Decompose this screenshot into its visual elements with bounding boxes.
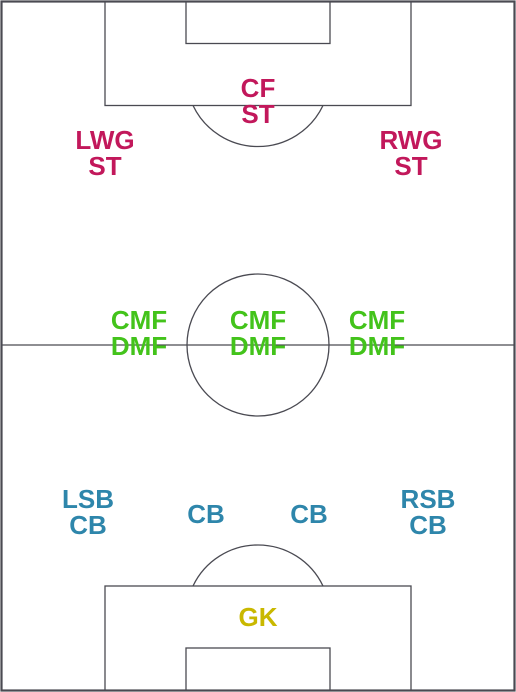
center-circle — [186, 273, 330, 417]
position-lsb-primary: LSB — [62, 484, 114, 514]
top-penalty-arc — [192, 105, 324, 148]
position-rwg-primary: RWG — [379, 125, 443, 155]
top-goal-area — [185, 0, 331, 45]
position-rsb-primary: RSB — [400, 484, 456, 514]
position-rcb: CB — [290, 501, 328, 527]
position-rcm-secondary: DMF — [348, 331, 406, 361]
position-rwg: RWG ST — [379, 127, 442, 179]
position-ccm-primary: CMF — [229, 305, 287, 335]
position-gk-primary: GK — [238, 602, 278, 632]
position-cf-primary: CF — [240, 73, 276, 103]
position-cf-secondary: ST — [241, 99, 275, 129]
position-rcm: CMF DMF — [349, 307, 405, 359]
position-rsb-secondary: CB — [409, 510, 447, 540]
position-rcb-primary: CB — [290, 499, 328, 529]
position-rsb: RSB CB — [401, 486, 456, 538]
position-lwg-primary: LWG — [75, 125, 135, 155]
position-lwg-secondary: ST — [88, 151, 122, 181]
position-lcb: CB — [187, 501, 225, 527]
position-lsb-secondary: CB — [69, 510, 107, 540]
position-cf: CF ST — [241, 75, 276, 127]
position-lwg: LWG ST — [75, 127, 134, 179]
position-ccm-secondary: DMF — [229, 331, 287, 361]
bottom-goal-area — [185, 647, 331, 692]
position-gk: GK — [239, 604, 278, 630]
position-lcm-primary: CMF — [110, 305, 168, 335]
position-ccm: CMF DMF — [230, 307, 286, 359]
position-lcb-primary: CB — [187, 499, 225, 529]
position-lcm-secondary: DMF — [110, 331, 168, 361]
position-lsb: LSB CB — [62, 486, 114, 538]
position-rwg-secondary: ST — [394, 151, 428, 181]
position-rcm-primary: CMF — [348, 305, 406, 335]
bottom-penalty-arc — [192, 544, 324, 587]
position-lcm: CMF DMF — [111, 307, 167, 359]
